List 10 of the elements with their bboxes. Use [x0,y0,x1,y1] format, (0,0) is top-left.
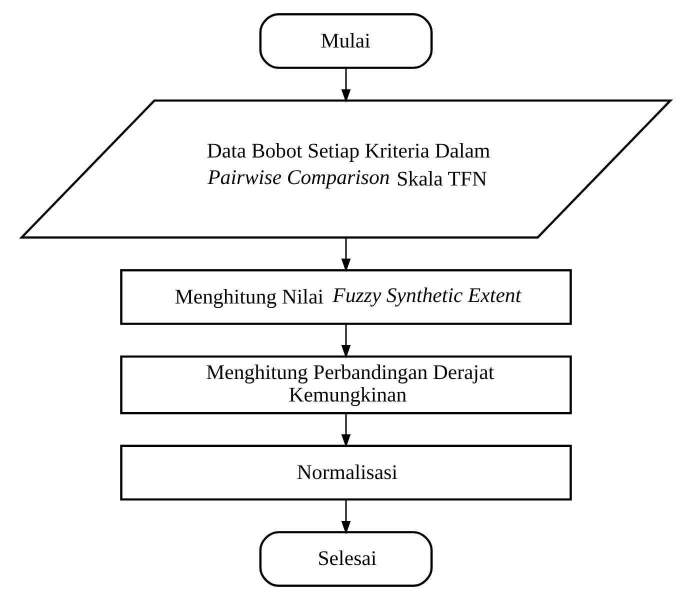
arrow [340,500,350,534]
arrow [340,413,350,448]
node-box: Normalisasi [120,444,572,501]
node-box: Mulai [258,13,432,69]
node-box: Menghitung Perbandingan Derajat Kemungkinan [120,355,572,414]
arrow [340,238,350,272]
arrow [340,324,350,358]
node-box: Menghitung Nilai Fuzzy Synthetic Extent [120,269,572,325]
node-box: Selesai [258,531,432,587]
arrow [340,68,350,103]
